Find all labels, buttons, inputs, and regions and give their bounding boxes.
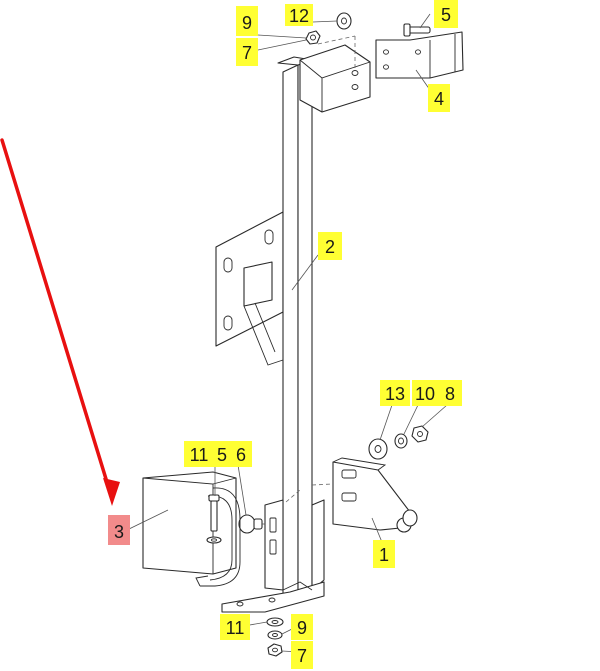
callout-label: 4 bbox=[434, 89, 444, 109]
callout-12-top: 12 bbox=[285, 4, 313, 26]
callout-label: 7 bbox=[242, 43, 252, 63]
callout-label: 9 bbox=[297, 618, 307, 638]
u-clamp-part-3 bbox=[142, 471, 241, 587]
callout-label: 11 bbox=[226, 618, 245, 638]
washer-part-13 bbox=[368, 438, 388, 460]
main-post-part-2 bbox=[277, 56, 313, 601]
callout-11-bottom: 11 bbox=[220, 614, 250, 640]
callout-label: 11 bbox=[190, 445, 209, 465]
washer-part-12-top bbox=[336, 12, 352, 30]
spacer-part-10 bbox=[394, 433, 408, 449]
callout-3-highlighted: 3 bbox=[108, 515, 130, 545]
callout-13: 13 bbox=[380, 380, 410, 406]
callout-label: 7 bbox=[297, 646, 307, 666]
callout-7-bottom: 7 bbox=[291, 641, 313, 669]
washer-part-11-mid bbox=[206, 536, 222, 544]
callout-label: 2 bbox=[325, 237, 335, 257]
callout-6: 6 bbox=[230, 441, 252, 467]
bolt-part-5-mid bbox=[208, 494, 220, 532]
callout-8: 8 bbox=[438, 380, 462, 406]
callout-label: 6 bbox=[236, 445, 246, 465]
pin-part-6 bbox=[238, 514, 265, 534]
bolt-part-5-top bbox=[403, 23, 431, 37]
top-angle-bracket bbox=[299, 35, 371, 113]
side-mount-plate bbox=[215, 211, 284, 366]
nut-part-7-bottom bbox=[267, 643, 283, 657]
callout-label: 13 bbox=[385, 384, 405, 404]
callout-5-mid: 5 bbox=[211, 441, 233, 467]
nut-part-7-top bbox=[305, 30, 321, 45]
plate-part-4 bbox=[375, 31, 464, 79]
washer-part-9-bottom bbox=[267, 630, 283, 640]
post-foot-bracket bbox=[221, 489, 325, 613]
callout-9-top: 9 bbox=[236, 6, 258, 36]
callout-10: 10 bbox=[412, 380, 438, 406]
callout-5-top: 5 bbox=[434, 0, 458, 28]
callout-4: 4 bbox=[428, 84, 450, 112]
callout-label: 1 bbox=[379, 545, 389, 565]
callout-11-mid: 11 bbox=[184, 441, 214, 467]
callout-9-bottom: 9 bbox=[291, 614, 313, 640]
callout-label: 5 bbox=[217, 445, 227, 465]
callout-1: 1 bbox=[373, 540, 395, 568]
callout-label: 5 bbox=[441, 5, 451, 25]
red-pointer-arrow bbox=[0, 138, 120, 506]
callout-label: 10 bbox=[415, 384, 435, 404]
nut-part-8 bbox=[411, 425, 429, 443]
bracket-part-1 bbox=[311, 457, 418, 533]
callout-label: 3 bbox=[114, 522, 124, 542]
callout-label: 9 bbox=[242, 13, 252, 33]
callout-label: 12 bbox=[289, 6, 309, 26]
callout-label: 8 bbox=[445, 384, 455, 404]
callout-7-top: 7 bbox=[236, 38, 258, 66]
callout-2: 2 bbox=[318, 232, 342, 260]
washer-part-11-bottom bbox=[266, 617, 284, 627]
